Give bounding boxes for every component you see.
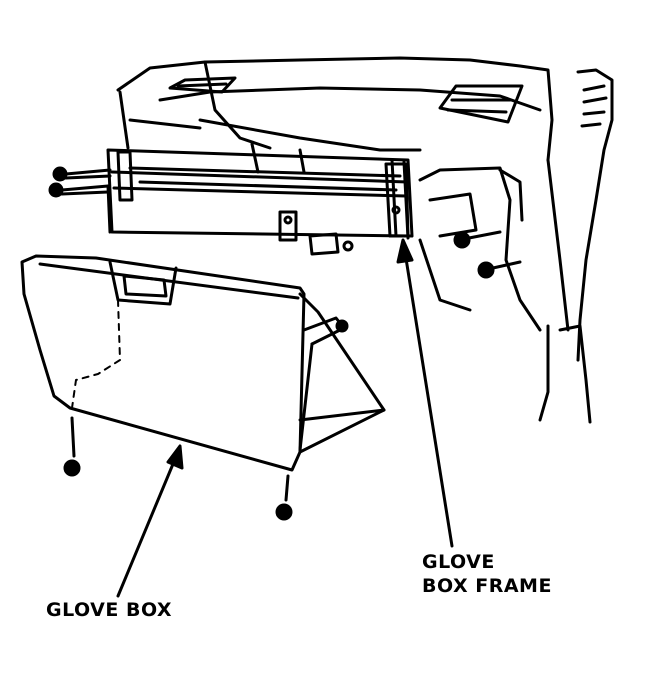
hinge-bolt-right-icon [275,474,293,521]
frame-bolt-lower-left-icon [48,182,110,198]
glove-box-frame-label: GLOVE BOX FRAME [422,550,552,598]
glove-box-label: GLOVE BOX [46,599,173,621]
glove-box-frame-leader-line [396,238,454,548]
glove-box-leader-line [116,444,184,598]
hinge-bolt-left-icon [63,416,81,477]
glove-box-stopper-arm [298,316,349,452]
door-pillar-outline [538,68,614,424]
frame-bolt-upper-left-icon [52,166,112,182]
under-dash-components [308,166,542,332]
glove-box-frame-label-line2: BOX FRAME [422,575,552,597]
frame-bolt-right-upper-icon [453,230,502,249]
frame-bolt-right-lower-icon [477,260,522,279]
dashboard-vent-right-icon [438,84,524,124]
glove-box-frame-label-line1: GLOVE [422,551,495,573]
dashboard-outline [116,56,570,332]
glove-box-latch-path [71,299,121,409]
glove-box-frame-assembly [106,148,414,242]
glove-box-body [20,254,386,472]
dashboard-vent-left-icon [168,76,237,94]
